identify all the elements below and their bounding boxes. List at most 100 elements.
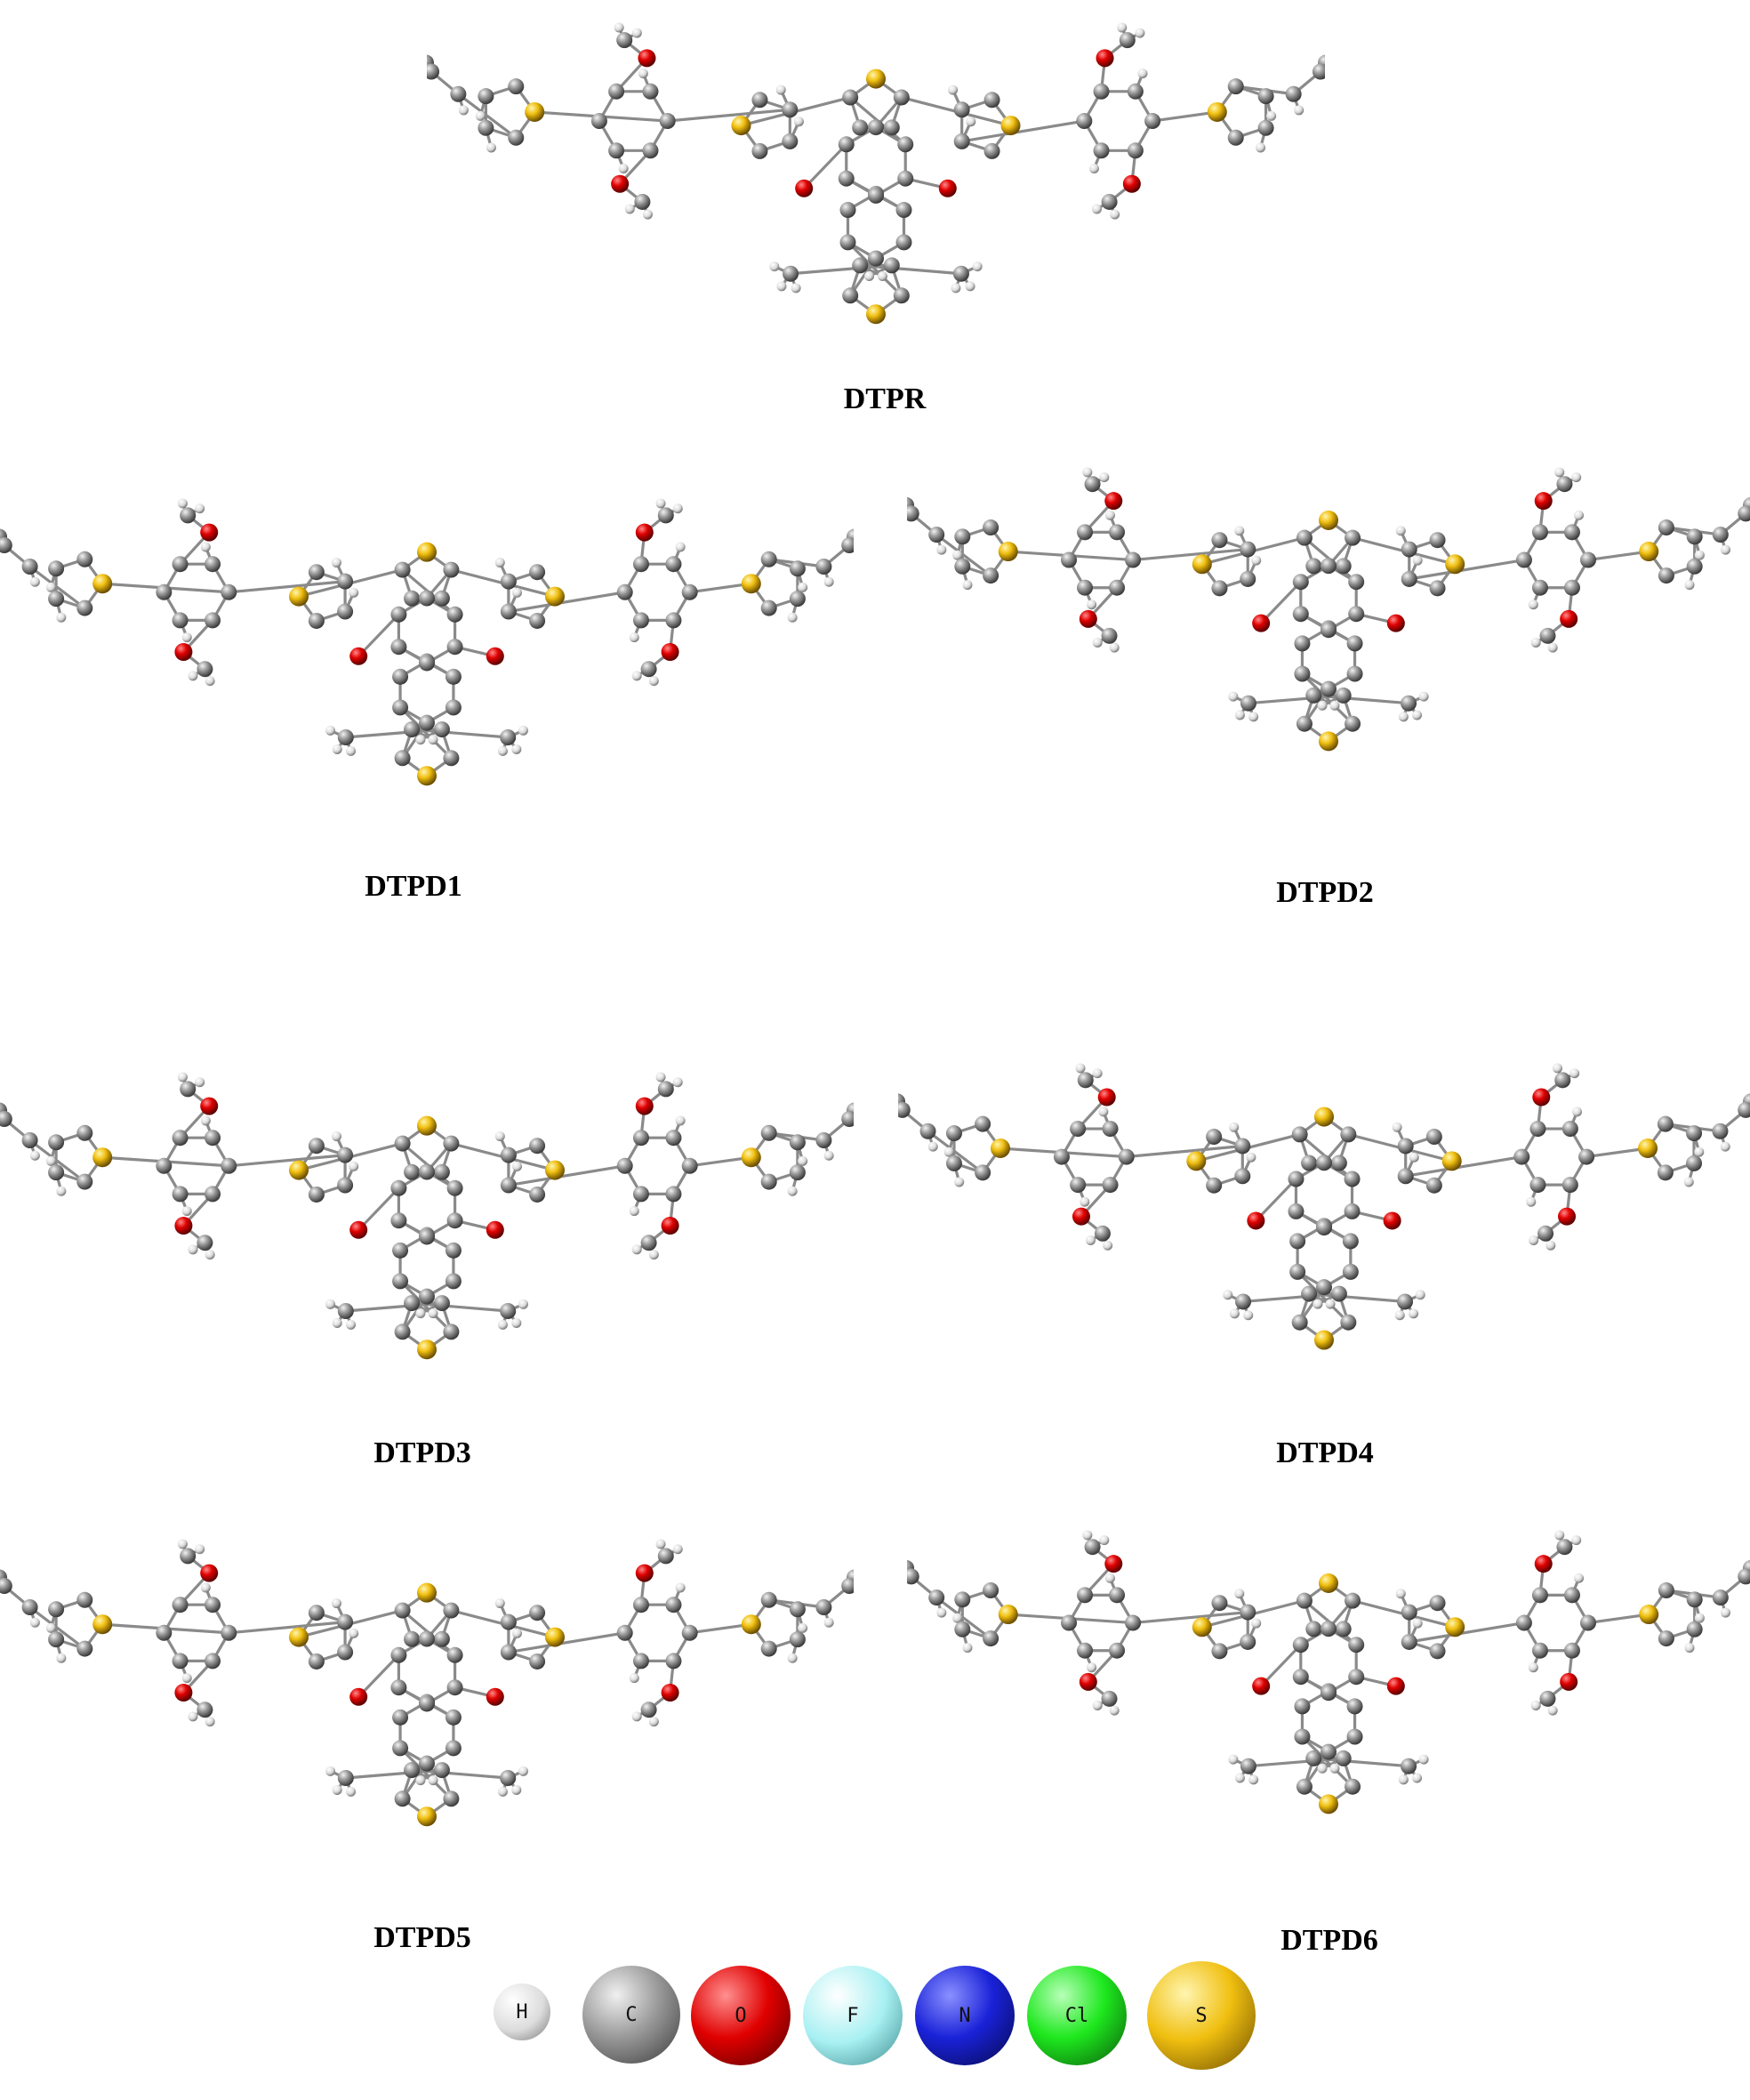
atom-c	[156, 1157, 173, 1174]
atom-c	[1077, 1587, 1094, 1604]
atom-c	[1077, 1642, 1094, 1659]
bond	[689, 1622, 752, 1635]
atom-o	[638, 49, 656, 68]
atom-h	[195, 1544, 205, 1555]
atom-o	[635, 523, 654, 542]
atom-c	[221, 1624, 237, 1641]
atom-c	[1291, 1314, 1308, 1331]
bond	[1126, 1144, 1243, 1159]
atom-c	[392, 1740, 409, 1757]
atom-c	[1658, 1630, 1674, 1647]
caption-dtpd2: DTPD2	[1276, 876, 1374, 909]
atom-o	[486, 1687, 504, 1706]
atom-h	[1571, 1535, 1582, 1546]
atom-o	[1247, 1211, 1265, 1230]
atom-h	[948, 84, 959, 95]
atom-c	[394, 1602, 411, 1619]
atom-c	[1335, 558, 1352, 575]
atom-c	[665, 556, 682, 573]
atom-c	[1305, 558, 1322, 575]
atom-c	[1061, 1614, 1078, 1631]
atom-c	[632, 1186, 649, 1203]
atom-c	[337, 729, 354, 745]
atom-c	[789, 1164, 806, 1181]
atom-c	[1077, 524, 1094, 541]
atom-h	[1075, 1063, 1086, 1074]
atom-c	[1240, 1758, 1256, 1774]
atom-c	[632, 556, 649, 573]
atom-o	[1079, 609, 1097, 628]
atom-c	[1425, 1129, 1442, 1146]
atom-c	[1429, 1595, 1446, 1612]
atom-c	[1531, 1642, 1548, 1659]
atom-c	[665, 1186, 682, 1203]
atom-c	[1070, 1121, 1087, 1138]
bond	[1409, 1621, 1525, 1644]
atom-c	[1579, 551, 1596, 568]
bond	[508, 591, 625, 614]
atom-h	[1720, 1141, 1730, 1152]
atom-c	[445, 699, 462, 716]
atom-o	[1532, 1088, 1551, 1106]
atom-h	[1394, 1310, 1405, 1321]
bond	[457, 93, 518, 140]
atom-c	[657, 1548, 674, 1565]
legend-fluorine: F	[803, 1966, 903, 2065]
atom-c	[205, 1186, 221, 1203]
atom-c	[48, 1631, 65, 1648]
atom-c	[1102, 1121, 1119, 1138]
atom-c	[640, 1235, 657, 1251]
atom-h	[1086, 1235, 1096, 1245]
molecule-dtpd1	[0, 485, 854, 841]
atom-s	[417, 542, 437, 562]
atom-c	[390, 1212, 407, 1229]
bond	[1301, 1735, 1354, 1788]
atom-s	[1319, 510, 1338, 530]
atom-c	[751, 142, 768, 159]
atom-c	[975, 1115, 991, 1132]
atom-h	[1392, 1122, 1402, 1132]
atom-c	[172, 556, 189, 573]
atom-c	[782, 101, 799, 118]
atom-h	[631, 671, 642, 681]
atom-h	[966, 117, 976, 127]
atom-c	[1301, 1155, 1318, 1171]
legend-carbon: C	[582, 1966, 680, 2064]
atom-o	[1534, 1555, 1553, 1573]
atom-c	[789, 1631, 806, 1648]
atom-h	[1248, 1774, 1259, 1785]
atom-h	[486, 142, 496, 153]
atom-h	[638, 68, 648, 79]
atom-h	[428, 1308, 438, 1319]
atom-h	[1117, 22, 1128, 33]
atom-c	[205, 556, 221, 573]
bond	[1296, 1270, 1350, 1324]
atom-h	[1223, 1290, 1233, 1300]
atom-h	[458, 105, 469, 116]
atom-h	[1574, 510, 1585, 520]
atom-c	[1294, 665, 1311, 682]
atom-c	[337, 1303, 354, 1319]
molecule-dtpd3	[0, 1058, 854, 1414]
atom-c	[21, 1132, 38, 1148]
atom-c	[1738, 1101, 1750, 1118]
atom-c	[1335, 687, 1352, 704]
atom-c	[928, 527, 945, 543]
atom-c	[508, 129, 525, 146]
atom-c	[76, 1640, 93, 1657]
molecule-dtpd6	[907, 1517, 1750, 1890]
atom-h	[631, 1244, 642, 1255]
atom-h	[1694, 1613, 1705, 1623]
bond	[357, 1653, 400, 1698]
bond	[689, 582, 752, 594]
atom-c	[838, 170, 855, 187]
atom-c	[1144, 113, 1161, 130]
atom-c	[1401, 541, 1417, 558]
bond	[28, 1605, 86, 1650]
atom-s	[741, 574, 761, 594]
atom-c	[156, 583, 173, 600]
atom-s	[866, 304, 886, 325]
atom-c	[446, 1212, 463, 1229]
atom-c	[1316, 1279, 1332, 1296]
atom-h	[1087, 599, 1097, 610]
